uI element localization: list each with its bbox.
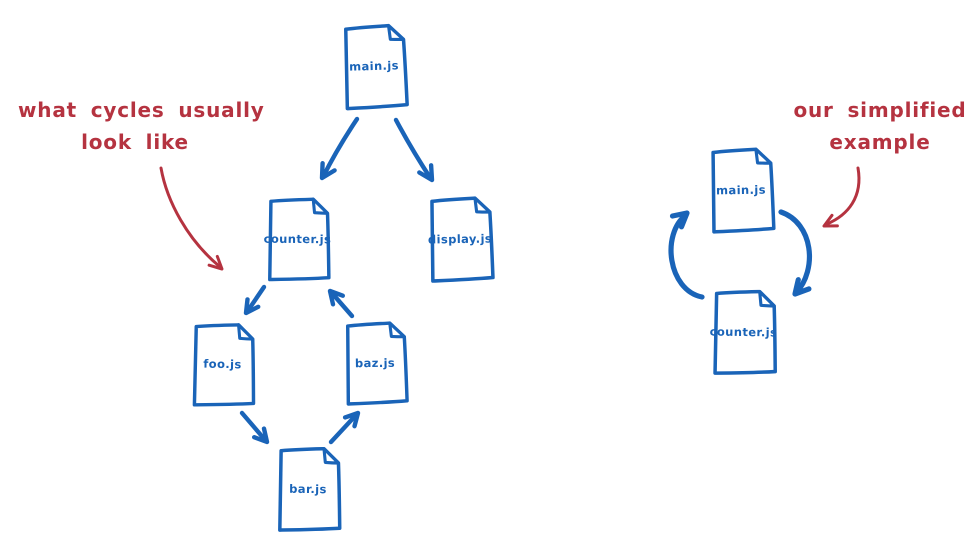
annotation-arrow-left <box>159 166 224 271</box>
file-node-left-bar: bar.js <box>271 444 346 534</box>
file-icon <box>344 23 409 111</box>
file-node-left-baz: baz.js <box>337 318 412 406</box>
arrow-counter-to-foo <box>243 284 267 316</box>
file-node-right-main: main.js <box>703 143 779 235</box>
file-label: bar.js <box>289 481 327 496</box>
arc-main-to-counter <box>778 209 812 297</box>
file-label: display.js <box>427 230 493 247</box>
file-icon <box>713 289 777 375</box>
file-label: foo.js <box>203 356 242 372</box>
file-icon <box>345 321 409 406</box>
file-label: counter.js <box>709 324 778 339</box>
annotation-line: what cycles usually <box>18 98 265 122</box>
arrow-bar-to-baz <box>328 410 361 445</box>
file-node-left-counter: counter.js <box>261 194 335 284</box>
arrow-baz-to-counter <box>327 288 355 319</box>
annotation-line: example <box>829 130 931 154</box>
arc-counter-to-main <box>668 210 705 300</box>
file-node-right-counter: counter.js <box>704 286 782 376</box>
arrow-main-to-counter <box>319 116 360 181</box>
annotation-our-simplified-example: our simplified example <box>790 94 970 158</box>
file-label: main.js <box>348 58 400 74</box>
file-icon <box>192 323 256 407</box>
file-node-left-main: main.js <box>336 20 412 112</box>
file-label: main.js <box>715 182 767 197</box>
file-label: counter.js <box>263 231 332 246</box>
file-node-left-display: display.js <box>421 193 499 283</box>
annotation-arrow-right <box>822 166 861 228</box>
arrow-foo-to-bar <box>239 410 270 445</box>
file-icon <box>268 197 331 282</box>
file-node-left-foo: foo.js <box>185 319 260 408</box>
annotation-what-cycles-look-like: what cycles usually look like <box>18 94 265 158</box>
file-icon <box>711 147 776 234</box>
annotation-line: look like <box>81 130 189 154</box>
file-icon <box>278 446 342 532</box>
annotation-line: our simplified <box>793 98 967 122</box>
file-icon <box>430 196 495 283</box>
arrow-main-to-display <box>393 117 435 183</box>
file-label: baz.js <box>354 355 396 370</box>
